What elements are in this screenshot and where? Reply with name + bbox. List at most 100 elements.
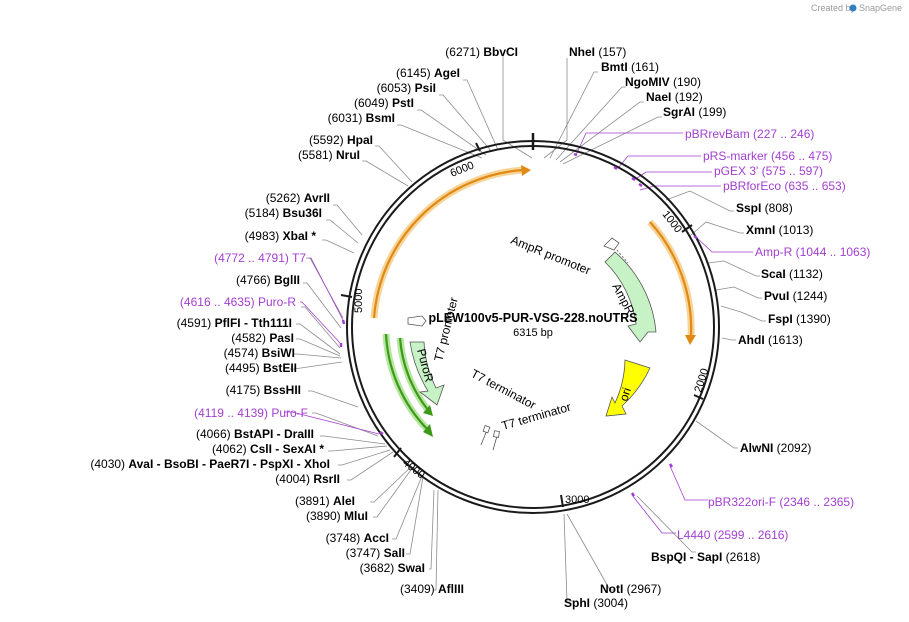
- site-enzyme-name: SwaI: [398, 561, 425, 575]
- site-position: (2967): [623, 582, 661, 596]
- restriction-site-label: FspI (1390): [768, 312, 831, 326]
- site-enzyme-name: Bsu36I: [283, 206, 322, 220]
- restriction-site-label: (4066) BstAPI - DraIII: [196, 427, 314, 441]
- restriction-site-label: (5262) AvrII: [266, 191, 330, 205]
- site-position: (4066): [196, 427, 234, 441]
- site-enzyme-name: AlwNI: [740, 441, 773, 455]
- orange-arc-top-head-icon: [521, 165, 531, 176]
- site-position: (3682): [360, 561, 398, 575]
- restriction-site-label: (4766) BglII: [236, 273, 300, 287]
- tick-5000: 5000: [353, 289, 365, 313]
- site-enzyme-name: BglII: [274, 273, 300, 287]
- site-enzyme-name: BsiWI: [262, 346, 295, 360]
- credit-text: Created by: [811, 3, 856, 13]
- site-position: (3004): [590, 596, 628, 610]
- restriction-site-label: XmnI (1013): [746, 223, 813, 237]
- restriction-site-label: (4983) XbaI *: [245, 229, 317, 243]
- orange-arc-right-glow: [647, 219, 695, 337]
- site-enzyme-name: NgoMIV: [625, 75, 670, 89]
- restriction-site-label: (5581) NruI: [298, 148, 360, 162]
- site-enzyme-name: PvuI: [764, 289, 789, 303]
- site-position: (5184): [245, 206, 283, 220]
- primer-name: Amp-R: [755, 245, 796, 259]
- primer-name: pBR322ori-F: [708, 495, 779, 509]
- site-position: (5581): [298, 148, 336, 162]
- restriction-site-label: (4574) BsiWI: [224, 346, 295, 360]
- restriction-site-label: (5592) HpaI: [309, 133, 373, 147]
- credit-brand: SnapGene: [859, 3, 902, 13]
- primer-label: pBR322ori-F (2346 .. 2365): [708, 495, 854, 509]
- site-position: (1613): [765, 333, 803, 347]
- restriction-site-label: (3682) SwaI: [360, 561, 425, 575]
- restriction-site-label: ScaI (1132): [761, 267, 823, 281]
- restriction-site-label: (5184) Bsu36I: [245, 206, 322, 220]
- primer-range: (635 .. 653): [784, 179, 845, 193]
- green-arc-outer: [384, 333, 429, 431]
- site-enzyme-name: SalI: [384, 546, 405, 560]
- primer-range: (1044 .. 1063): [796, 245, 871, 259]
- restriction-sites-right: NheI (157)BmtI (161)NgoMIV (190)NaeI (19…: [564, 45, 831, 610]
- puror-feature: [409, 341, 445, 406]
- primer-range: (4119 .. 4139): [194, 406, 271, 420]
- site-enzyme-name: NaeI: [646, 90, 671, 104]
- restriction-site-label: (4495) BstEII: [225, 361, 297, 375]
- restriction-site-label: (3409) AflIII: [400, 582, 464, 596]
- site-enzyme-name: AleI: [333, 494, 355, 508]
- site-enzyme-name: BsmI: [366, 111, 395, 125]
- site-enzyme-name: XmnI: [746, 223, 775, 237]
- site-enzyme-name: MluI: [344, 509, 368, 523]
- site-enzyme-name: PflFI - Tth111I: [215, 316, 292, 330]
- orange-arc-right: [649, 221, 693, 337]
- orange-arc-top: [372, 168, 525, 319]
- site-position: (3409): [400, 582, 438, 596]
- site-position: (3747): [346, 546, 384, 560]
- restriction-site-label: SphI (3004): [564, 596, 628, 610]
- restriction-sites-left: (6271) BbvCI(6145) AgeI(6053) PsiI(6049)…: [90, 45, 518, 596]
- feature-arrows: [370, 165, 696, 451]
- snapgene-logo-icon: [849, 4, 857, 12]
- site-enzyme-name: BspQI - SapI: [651, 550, 722, 564]
- ampr-feature: [604, 251, 657, 343]
- restriction-site-label: (4062) CslI - SexAI *: [212, 442, 324, 456]
- site-enzyme-name: HpaI: [347, 133, 373, 147]
- site-position: (4591): [177, 316, 215, 330]
- restriction-site-label: (6049) PstI: [354, 96, 414, 110]
- primer-label: pGEX 3' (575 .. 597): [714, 164, 823, 178]
- restriction-site-label: (4582) PasI: [231, 331, 294, 345]
- site-enzyme-name: PsiI: [415, 81, 436, 95]
- primer-range: (227 .. 246): [753, 127, 814, 141]
- site-position: (4983): [245, 229, 283, 243]
- primer-range: (4772 .. 4791): [214, 251, 292, 265]
- site-enzyme-name: ScaI: [761, 267, 786, 281]
- restriction-site-label: (4004) RsrII: [275, 472, 340, 486]
- primer-label: (4616 .. 4635) Puro-R: [180, 295, 296, 309]
- scale-ticks: [340, 142, 704, 508]
- site-position: (6031): [328, 111, 366, 125]
- site-enzyme-name: PstI: [392, 96, 414, 110]
- restriction-site-label: BmtI (161): [601, 60, 659, 74]
- site-position: (4495): [225, 361, 263, 375]
- primer-name: T7: [292, 251, 306, 265]
- orange-arc-top-glow: [370, 166, 525, 319]
- restriction-site-label: (3891) AleI: [295, 494, 355, 508]
- site-position: (3748): [326, 531, 364, 545]
- site-position: (3891): [295, 494, 333, 508]
- primer-label: (4119 .. 4139) Puro-F: [194, 406, 308, 420]
- restriction-site-label: (4591) PflFI - Tth111I: [177, 316, 292, 330]
- primer-range: (575 .. 597): [762, 164, 823, 178]
- primer-label: Amp-R (1044 .. 1063): [755, 245, 870, 259]
- site-enzyme-name: SspI: [736, 201, 761, 215]
- site-position: (192): [671, 90, 702, 104]
- site-position: (6145): [396, 66, 434, 80]
- site-enzyme-name: AflIII: [438, 582, 464, 596]
- site-position: (6049): [354, 96, 392, 110]
- primer-label: L4440 (2599 .. 2616): [677, 528, 788, 542]
- site-position: (3890): [306, 509, 344, 523]
- primer-name: pBRrevBam: [685, 127, 753, 141]
- site-enzyme-name: FspI: [768, 312, 793, 326]
- site-enzyme-name: BssHII: [264, 383, 301, 397]
- site-enzyme-name: AgeI: [434, 66, 460, 80]
- primer-marks: [339, 152, 698, 497]
- site-enzyme-name: SphI: [564, 596, 590, 610]
- feature-label-t7-terminator-1: T7 terminator: [469, 366, 539, 412]
